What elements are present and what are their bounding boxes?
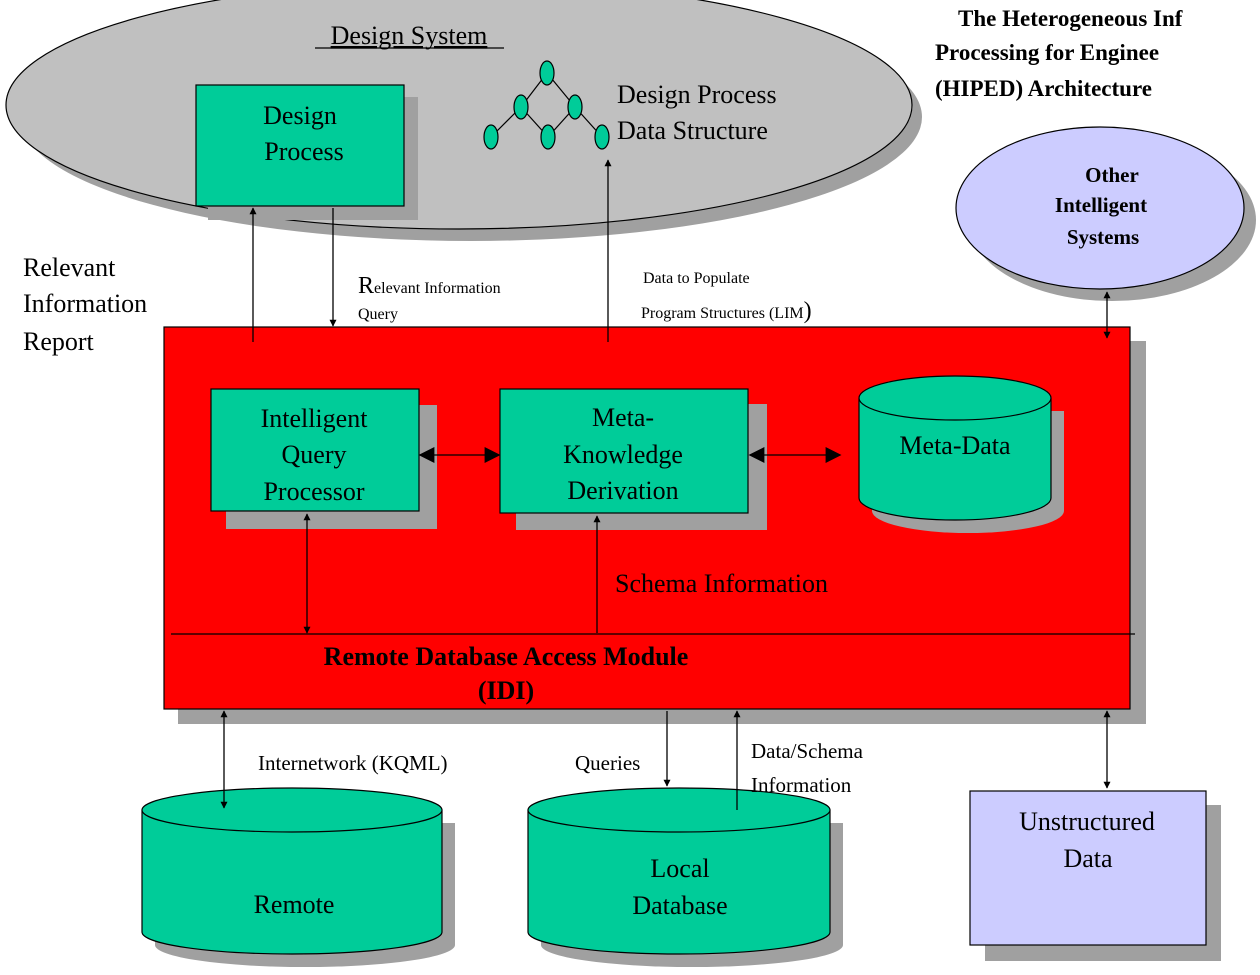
title-line-2: Processing for Enginee	[935, 40, 1159, 65]
local-database-cylinder: Local Database	[527, 787, 843, 967]
remote-top	[141, 787, 443, 833]
unstructured-data-line-1: Unstructured	[1019, 807, 1155, 836]
schema-info-label: Schema Information	[615, 569, 828, 598]
meta-data-top	[858, 375, 1052, 421]
query-label-2: Query	[358, 306, 398, 323]
query-processor-line-3: Processor	[263, 477, 364, 506]
other-systems-line-2: Intelligent	[1055, 193, 1147, 217]
report-label-3: Report	[23, 327, 95, 356]
data-structure-label-1: Design Process	[617, 80, 777, 109]
other-systems-shape	[955, 126, 1245, 290]
design-process-line-1: Design	[263, 101, 337, 130]
other-systems-line-1: Other	[1085, 163, 1139, 187]
local-database-top	[527, 787, 831, 833]
tree-node	[539, 60, 555, 86]
meta-knowledge-shape	[499, 388, 749, 514]
query-label-1: Relevant Information	[358, 273, 501, 299]
populate-label-text: Program Structures (LIM	[641, 305, 804, 322]
meta-knowledge-line-1: Meta-	[592, 403, 654, 432]
tree-node	[567, 94, 583, 120]
data-schema-label-1: Data/Schema	[751, 739, 864, 763]
unstructured-data-shape	[969, 790, 1207, 946]
meta-data-label: Meta-Data	[899, 431, 1011, 460]
other-systems-line-3: Systems	[1067, 225, 1139, 249]
arrows	[220, 159, 1111, 810]
meta-data-cylinder: Meta-Data	[858, 375, 1064, 533]
queries-label: Queries	[575, 751, 640, 775]
query-label-cap: R	[358, 273, 374, 299]
title-line-1: The Heterogeneous Inf	[958, 6, 1183, 31]
query-label-rest: elevant Information	[374, 280, 501, 297]
meta-data-body	[858, 398, 1052, 521]
data-structure-label-2: Data Structure	[617, 116, 768, 145]
local-database-body	[527, 810, 831, 955]
design-process-line-2: Process	[264, 137, 343, 166]
report-label-1: Relevant	[23, 253, 116, 282]
query-processor-line-2: Query	[282, 440, 347, 469]
tree-node	[540, 124, 556, 150]
unstructured-data-line-2: Data	[1063, 844, 1113, 873]
internetwork-label: Internetwork (KQML)	[258, 751, 448, 775]
design-process-shape	[195, 84, 405, 207]
remote-access-line-2: (IDI)	[478, 676, 534, 705]
tree-node	[513, 94, 529, 120]
meta-knowledge-line-2: Knowledge	[563, 440, 683, 469]
design-system-label: Design System	[331, 21, 488, 50]
remote-label: Remote	[254, 890, 335, 919]
data-schema-label-2: Information	[751, 773, 852, 797]
diagram-title: The Heterogeneous Inf Processing for Eng…	[935, 6, 1183, 101]
design-process-box: Design Process	[195, 84, 418, 220]
local-database-line-2: Database	[632, 891, 727, 920]
design-system-ellipse: Design System	[5, 0, 922, 241]
populate-label-1: Data to Populate	[643, 270, 750, 287]
unstructured-data-box: Unstructured Data	[969, 790, 1221, 961]
data-structure-tree	[483, 60, 610, 150]
tree-node	[594, 124, 610, 150]
title-line-3: (HIPED) Architecture	[935, 76, 1152, 101]
populate-label-2: Program Structures (LIM)	[641, 298, 812, 324]
query-processor-line-1: Intelligent	[261, 404, 369, 433]
remote-cylinder: Remote	[141, 787, 455, 967]
populate-label-paren: )	[804, 298, 812, 324]
local-database-line-1: Local	[650, 854, 709, 883]
remote-body	[141, 810, 443, 955]
tree-node	[483, 124, 499, 150]
other-intelligent-systems: Other Intelligent Systems	[955, 126, 1256, 301]
meta-knowledge-box: Meta- Knowledge Derivation	[499, 388, 767, 530]
remote-access-line-1: Remote Database Access Module	[324, 642, 689, 671]
meta-knowledge-line-3: Derivation	[567, 476, 678, 505]
query-processor-box: Intelligent Query Processor	[210, 388, 437, 529]
report-label-2: Information	[23, 289, 147, 318]
